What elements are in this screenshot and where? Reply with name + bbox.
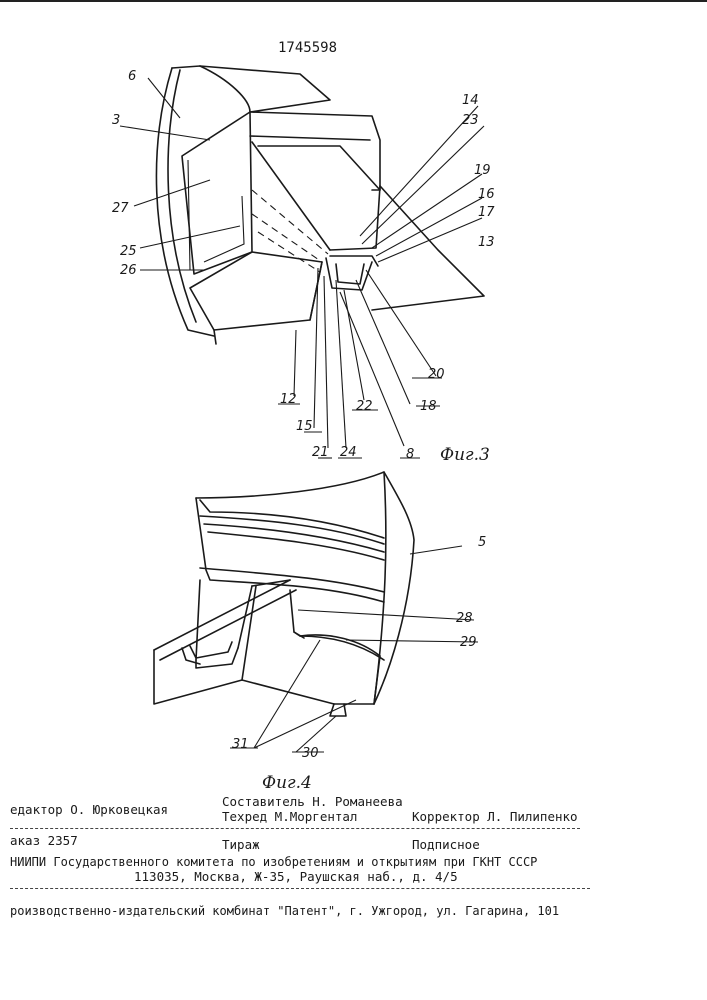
- svg-text:18: 18: [420, 399, 437, 414]
- svg-text:25: 25: [120, 244, 137, 259]
- svg-text:16: 16: [478, 187, 495, 202]
- divider-2: [10, 888, 590, 889]
- svg-text:3: 3: [112, 113, 120, 128]
- svg-text:27: 27: [112, 201, 129, 216]
- svg-text:20: 20: [428, 367, 445, 382]
- svg-text:23: 23: [462, 113, 479, 128]
- address-text: 113035, Москва, Ж-35, Раушская наб., д. …: [134, 870, 458, 884]
- svg-text:8: 8: [406, 447, 414, 462]
- svg-text:26: 26: [120, 263, 137, 278]
- svg-text:29: 29: [460, 635, 477, 650]
- techred-text: Техред М.Моргентал: [222, 810, 357, 824]
- svg-text:6: 6: [128, 69, 136, 84]
- figure-4-caption: Фиг.4: [262, 773, 312, 793]
- patent-number: 1745598: [278, 40, 337, 56]
- svg-text:24: 24: [340, 445, 357, 460]
- editor-text: едактор О. Юрковецкая: [10, 803, 168, 817]
- circulation-text: Тираж: [222, 838, 260, 852]
- svg-text:22: 22: [356, 399, 373, 414]
- svg-text:31: 31: [232, 737, 249, 752]
- svg-text:5: 5: [478, 535, 486, 550]
- svg-text:19: 19: [474, 163, 491, 178]
- compiler-text: Составитель Н. Романеева: [222, 795, 403, 809]
- svg-text:14: 14: [462, 93, 479, 108]
- divider-1: [10, 828, 580, 829]
- figure-3-caption: Фиг.3: [440, 445, 490, 465]
- svg-text:30: 30: [302, 746, 319, 761]
- svg-text:17: 17: [478, 205, 495, 220]
- svg-text:28: 28: [456, 611, 473, 626]
- institute-text: НИИПИ Государственного комитета по изобр…: [10, 855, 537, 869]
- svg-text:12: 12: [280, 392, 297, 407]
- svg-text:13: 13: [478, 235, 495, 250]
- order-text: аказ 2357: [10, 834, 78, 848]
- printer-text: роизводственно-издательский комбинат "Па…: [10, 904, 559, 918]
- svg-text:21: 21: [312, 445, 329, 460]
- figure-4-drawing: 5 28 29 31 30 Фиг.4: [154, 472, 486, 793]
- svg-text:15: 15: [296, 419, 313, 434]
- subscription-text: Подписное: [412, 838, 480, 852]
- figure-3-drawing: 6 3 27 25 26 14 23 19 16 17 13 20 18 22 …: [112, 66, 495, 465]
- corrector-text: Корректор Л. Пилипенко: [412, 810, 578, 824]
